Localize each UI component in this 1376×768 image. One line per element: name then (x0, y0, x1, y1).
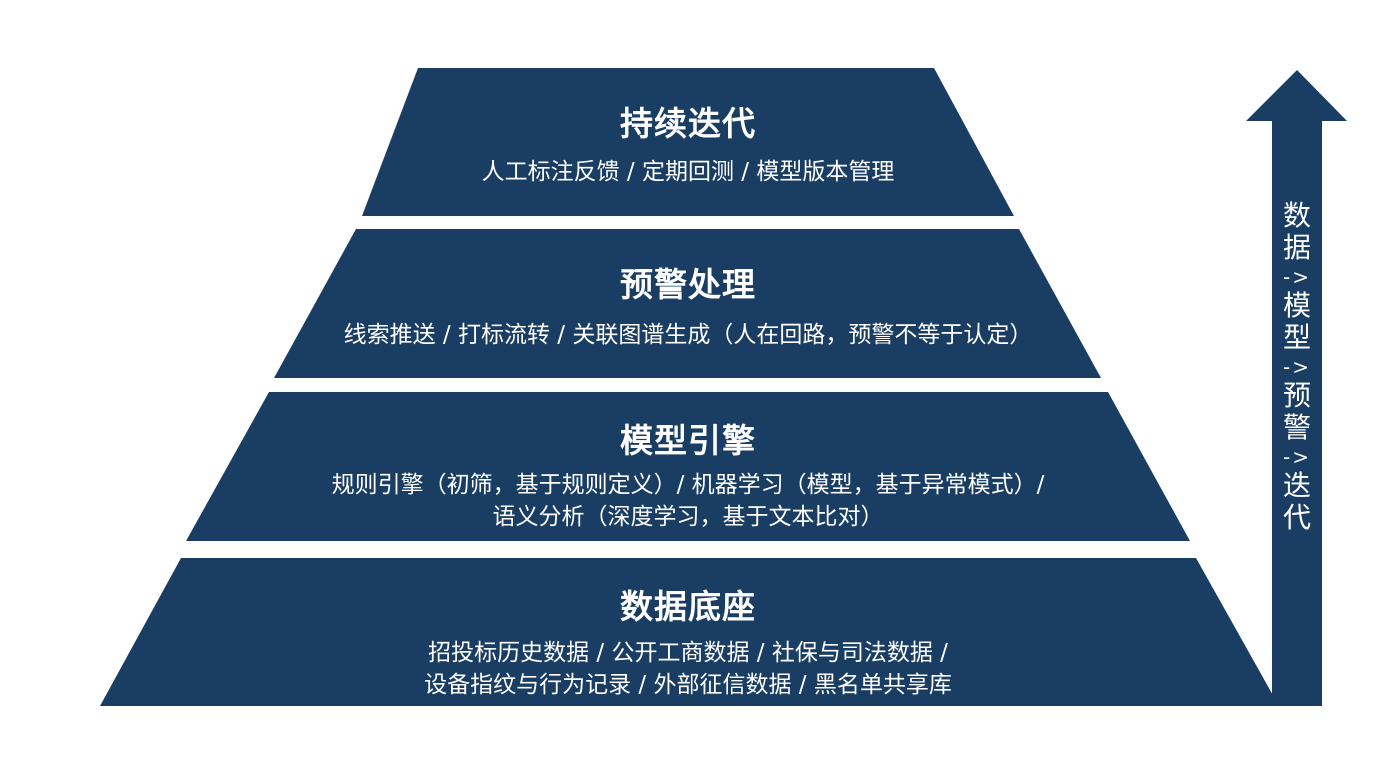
layer-description: 人工标注反馈 / 定期回测 / 模型版本管理 (481, 159, 895, 185)
layer-shape-data-foundation (100, 558, 1279, 706)
arrow-label-char: 迭 (1282, 469, 1311, 502)
layer-title: 预警处理 (620, 265, 756, 304)
layer-description: 线索推送 / 打标流转 / 关联图谱生成（人在回路，预警不等于认定） (343, 322, 1033, 348)
arrow-label-char: 据 (1282, 231, 1311, 264)
arrow-label-separator: -> (1283, 265, 1311, 289)
arrow-label-char: 警 (1282, 411, 1311, 444)
layer-engine: 模型引擎 规则引擎（初筛，基于规则定义）/ 机器学习（模型，基于异常模式）/ 语… (0, 421, 1376, 533)
layer-title: 数据底座 (620, 587, 756, 626)
up-arrow-icon (1246, 70, 1347, 706)
arrow-flow-label: 数 据 -> 模 型 -> 预 警 -> 迭 代 (1272, 200, 1322, 534)
layer-description: 招投标历史数据 / 公开工商数据 / 社保与司法数据 / (428, 640, 948, 666)
layer-title: 持续迭代 (620, 104, 756, 143)
layer-shape-engine (186, 392, 1190, 541)
layer-alert: 预警处理 线索推送 / 打标流转 / 关联图谱生成（人在回路，预警不等于认定） (0, 265, 1376, 351)
arrow-label-char: 预 (1282, 379, 1311, 412)
layer-iteration: 持续迭代 人工标注反馈 / 定期回测 / 模型版本管理 (0, 104, 1376, 188)
layer-data-foundation: 数据底座 招投标历史数据 / 公开工商数据 / 社保与司法数据 / 设备指纹与行… (0, 587, 1376, 701)
layer-description: 设备指纹与行为记录 / 外部征信数据 / 黑名单共享库 (424, 672, 952, 698)
layer-description: 规则引擎（初筛，基于规则定义）/ 机器学习（模型，基于异常模式）/ (331, 472, 1045, 498)
arrow-label-char: 模 (1282, 289, 1311, 322)
layer-description: 语义分析（深度学习，基于文本比对） (492, 504, 884, 530)
layer-shape-alert (274, 229, 1101, 378)
arrow-label-char: 数 (1282, 199, 1311, 232)
arrow-label-separator: -> (1283, 355, 1311, 379)
arrow-label-separator: -> (1283, 445, 1311, 469)
layer-shape-iteration (362, 68, 1014, 216)
layer-title: 模型引擎 (620, 421, 756, 460)
arrow-label-char: 型 (1282, 321, 1311, 354)
arrow-label-char: 代 (1282, 501, 1311, 534)
